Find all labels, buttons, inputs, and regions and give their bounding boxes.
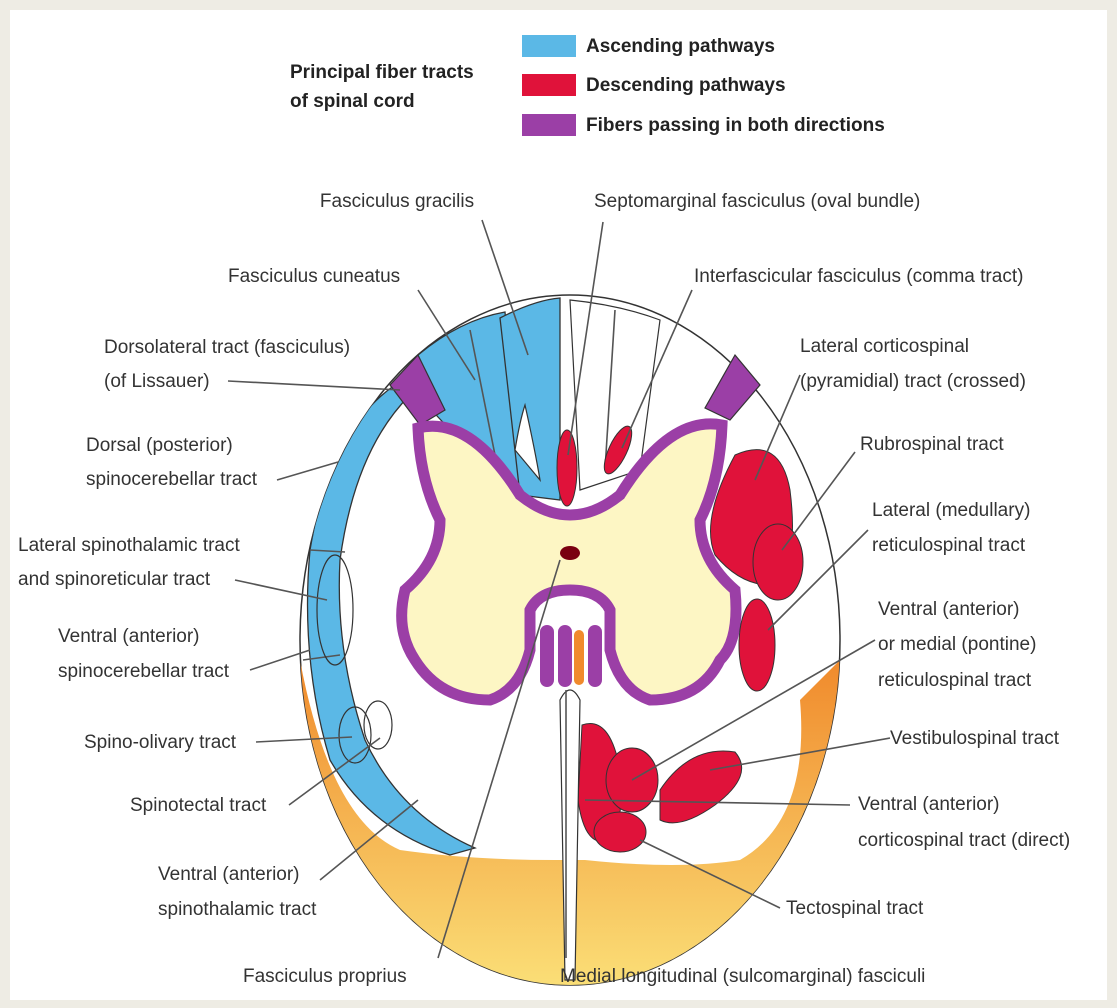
rubrospinal-tract xyxy=(753,524,803,600)
legend-label-ascending: Ascending pathways xyxy=(586,36,775,57)
label-spino-olivary: Spino-olivary tract xyxy=(84,732,237,753)
label-fasciculus-cuneatus: Fasciculus cuneatus xyxy=(228,266,400,287)
label-medial-longitudinal: Medial longitudinal (sulcomarginal) fasc… xyxy=(560,966,925,987)
legend-swatch-both xyxy=(522,114,576,136)
label-ventral-reticulospinal: Ventral (anterior) or medial (pontine) r… xyxy=(878,599,1042,691)
legend-label-descending: Descending pathways xyxy=(586,75,786,96)
label-interfascicular: Interfascicular fasciculus (comma tract) xyxy=(694,266,1023,287)
legend-swatch-descending xyxy=(522,74,576,96)
label-rubrospinal: Rubrospinal tract xyxy=(860,434,1004,455)
label-tectospinal: Tectospinal tract xyxy=(786,898,924,919)
medial-longitudinal-right xyxy=(588,625,602,687)
label-fasciculus-gracilis: Fasciculus gracilis xyxy=(320,191,474,212)
medial-longitudinal-center xyxy=(574,630,584,685)
central-canal xyxy=(560,546,580,560)
title-line-1: Principal fiber tracts xyxy=(290,62,474,83)
lateral-reticulospinal-tract xyxy=(739,599,775,691)
title-line-2: of spinal cord xyxy=(290,91,415,112)
label-spinotectal: Spinotectal tract xyxy=(130,795,267,816)
tectospinal-tract xyxy=(594,812,646,852)
label-vestibulospinal: Vestibulospinal tract xyxy=(890,728,1060,749)
legend-label-both: Fibers passing in both directions xyxy=(586,115,885,136)
label-fasciculus-proprius: Fasciculus proprius xyxy=(243,966,407,987)
medial-longitudinal-left-2 xyxy=(558,625,572,687)
legend-swatch-ascending xyxy=(522,35,576,57)
label-septomarginal: Septomarginal fasciculus (oval bundle) xyxy=(594,191,920,212)
septomarginal-fasciculus xyxy=(557,430,577,506)
medial-longitudinal-left-1 xyxy=(540,625,554,687)
